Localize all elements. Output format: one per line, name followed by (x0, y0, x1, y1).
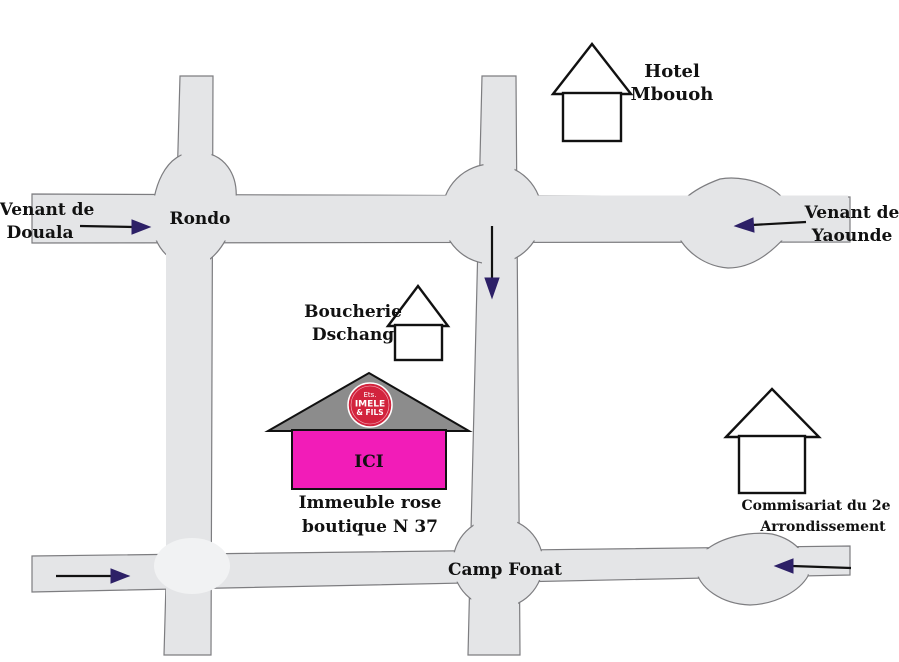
commissariat-label-line2: Arrondissement (759, 519, 886, 535)
arrow-bottom-left (56, 568, 131, 584)
rondo-label: Rondo (169, 209, 230, 229)
logo-text-line1: Ets. (363, 391, 376, 399)
from-yaounde-label-line2: Yaounde (811, 226, 893, 246)
from-douala-label-line2: Douala (7, 223, 74, 243)
boucherie-wall-icon (393, 323, 444, 362)
hotel-label-line2: Mbouoh (631, 84, 714, 105)
logo-text-line3: & FILS (356, 408, 383, 417)
hotel-roof-icon (550, 42, 634, 96)
from-douala-label-line1: Venant de (0, 200, 95, 220)
road-network (31, 75, 851, 656)
from-yaounde-label-line1: Venant de (804, 203, 899, 223)
camp-fonat-label: Camp Fonat (448, 560, 562, 580)
hotel-label-line1: Hotel (644, 61, 700, 82)
commissariat-wall-icon (737, 434, 807, 495)
imele-fils-logo: Ets. IMELE & FILS (347, 382, 393, 428)
boucherie-label-line1: Boucherie (304, 302, 402, 322)
rondo-inner (153, 153, 235, 265)
shop-caption-line2: boutique N 37 (302, 517, 438, 537)
commissariat-roof-icon (723, 387, 822, 439)
direction-arrows (56, 217, 852, 584)
arrow-down-center (484, 226, 500, 300)
arrow-from-yaounde (733, 217, 807, 233)
pink-shop-building: Ets. IMELE & FILS ICI (264, 371, 473, 490)
arrow-from-douala (79, 219, 152, 235)
logo-text-line2: IMELE (355, 400, 385, 410)
ici-label: ICI (354, 452, 383, 472)
shop-caption-line1: Immeuble rose (299, 493, 442, 513)
commissariat-building (723, 387, 822, 495)
lower-left-crossing (154, 538, 230, 594)
arrow-commissariat (773, 558, 852, 574)
commissariat-label-line1: Commisariat du 2e (742, 498, 891, 514)
boucherie-building (385, 284, 451, 362)
boucherie-label-line2: Dschang (312, 325, 394, 345)
hotel-building (550, 42, 634, 143)
hotel-wall-icon (561, 91, 623, 143)
shop-wall (291, 429, 447, 490)
